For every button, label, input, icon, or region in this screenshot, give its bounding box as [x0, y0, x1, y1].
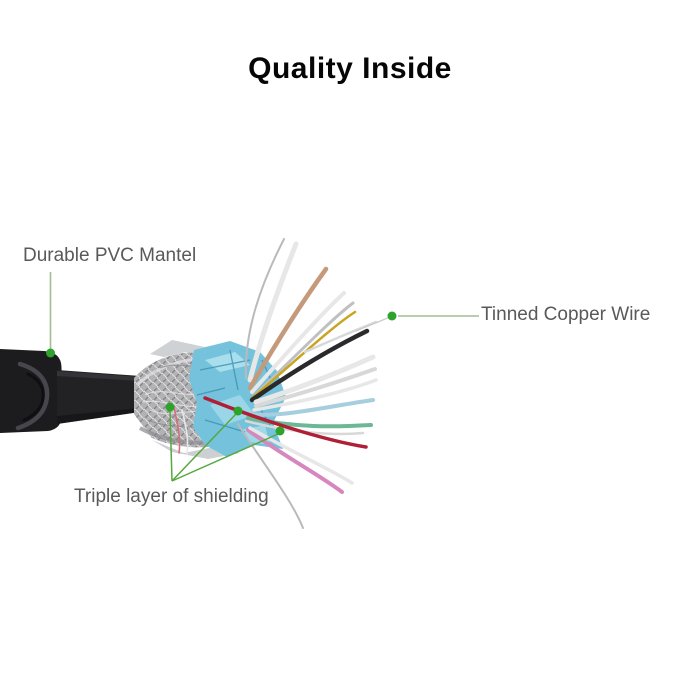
wire-pink — [246, 428, 344, 494]
leader-dot-shield-3 — [275, 426, 285, 436]
wire-black — [249, 328, 370, 403]
pvc-mantel-label: Durable PVC Mantel — [23, 245, 197, 266]
leader-line-shield-1 — [169, 410, 173, 482]
wire-white-mid-3 — [252, 378, 378, 412]
wire-white-thin-mid — [303, 320, 378, 354]
connector-ridge-shadow — [22, 372, 45, 422]
wire-fan — [173, 238, 391, 529]
wire-white-upper — [250, 291, 346, 394]
leader-dot-copper — [387, 311, 397, 321]
hdmi-connector — [0, 349, 140, 433]
wire-strand-white — [181, 409, 189, 455]
strain-relief-shade — [57, 408, 140, 424]
wire-red — [203, 396, 368, 449]
wire-white-top — [247, 241, 299, 383]
leader-dot-shield-1 — [165, 402, 175, 412]
wire-gray-top — [244, 238, 285, 379]
wire-blue — [248, 398, 375, 417]
connector-ridge — [15, 361, 50, 431]
wire-bare-tinned — [355, 316, 391, 332]
wire-strand-red — [173, 407, 181, 454]
wire-white-bottom — [248, 426, 354, 485]
wire-gray-drop — [237, 423, 304, 529]
leader-dot-pvc — [46, 348, 55, 358]
shielding-label: Triple layer of shielding — [74, 486, 269, 507]
leader-line-shield-3 — [171, 433, 279, 482]
wire-tan — [247, 266, 329, 391]
strain-relief-highlight — [57, 371, 140, 381]
leader-dot-shield-2 — [233, 406, 243, 416]
connector-body — [0, 349, 62, 433]
leader-line-shield-2 — [171, 413, 237, 482]
wire-white-mid-2 — [254, 367, 377, 408]
tinned-copper-label: Tinned Copper Wire — [481, 304, 651, 325]
mylar-foil-bottom — [152, 440, 240, 459]
annotation-overlay — [46, 272, 479, 482]
wire-white-mid-1 — [253, 354, 376, 405]
page-title: Quality Inside — [248, 52, 452, 85]
